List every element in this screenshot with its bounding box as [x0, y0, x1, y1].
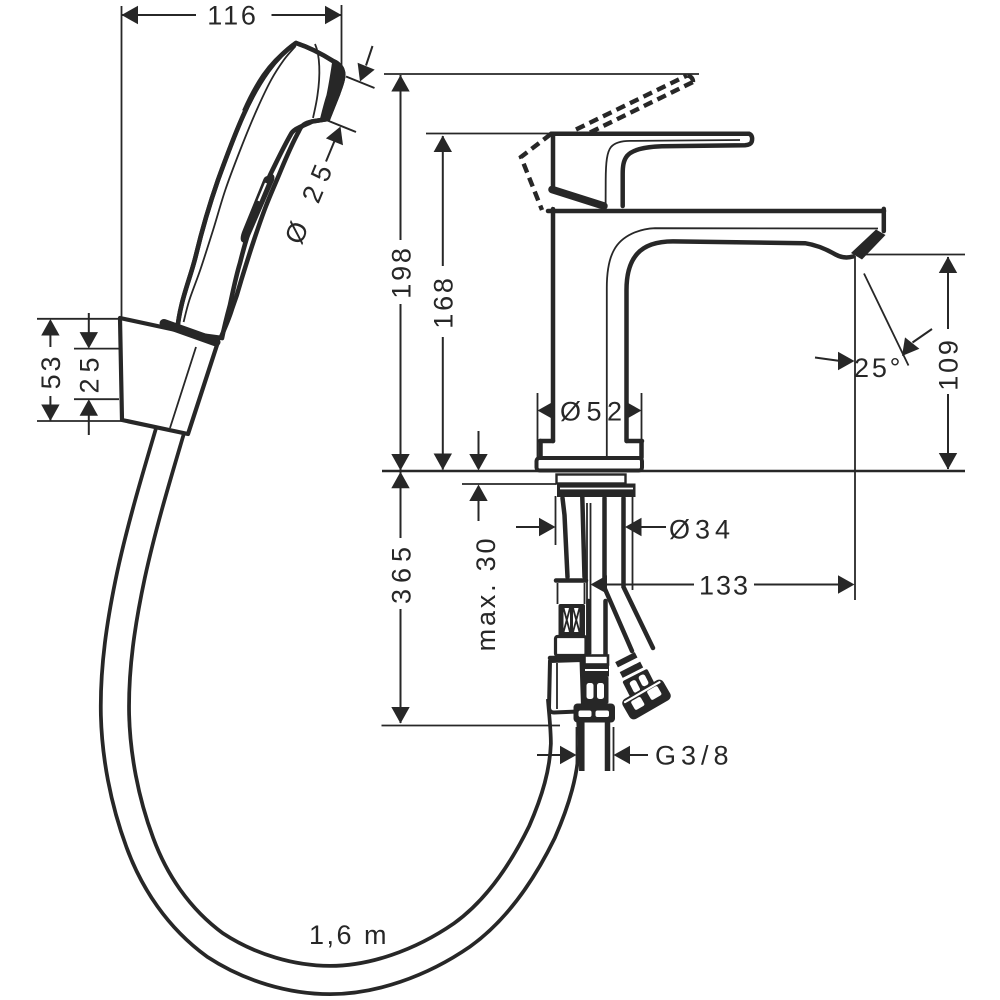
svg-text:198: 198 — [387, 245, 417, 298]
svg-text:109: 109 — [934, 337, 964, 390]
svg-text:365: 365 — [387, 541, 417, 604]
svg-text:1,6 m: 1,6 m — [309, 920, 389, 950]
svg-text:max. 30: max. 30 — [471, 536, 501, 652]
svg-text:Ø52: Ø52 — [560, 396, 628, 426]
svg-text:53: 53 — [36, 354, 66, 390]
svg-text:133: 133 — [699, 570, 750, 600]
svg-text:168: 168 — [429, 275, 459, 328]
svg-text:116: 116 — [207, 1, 258, 31]
svg-text:G3/8: G3/8 — [655, 741, 734, 771]
svg-text:Ø34: Ø34 — [669, 515, 735, 545]
svg-text:25: 25 — [75, 351, 105, 393]
svg-text:25°: 25° — [854, 353, 903, 383]
